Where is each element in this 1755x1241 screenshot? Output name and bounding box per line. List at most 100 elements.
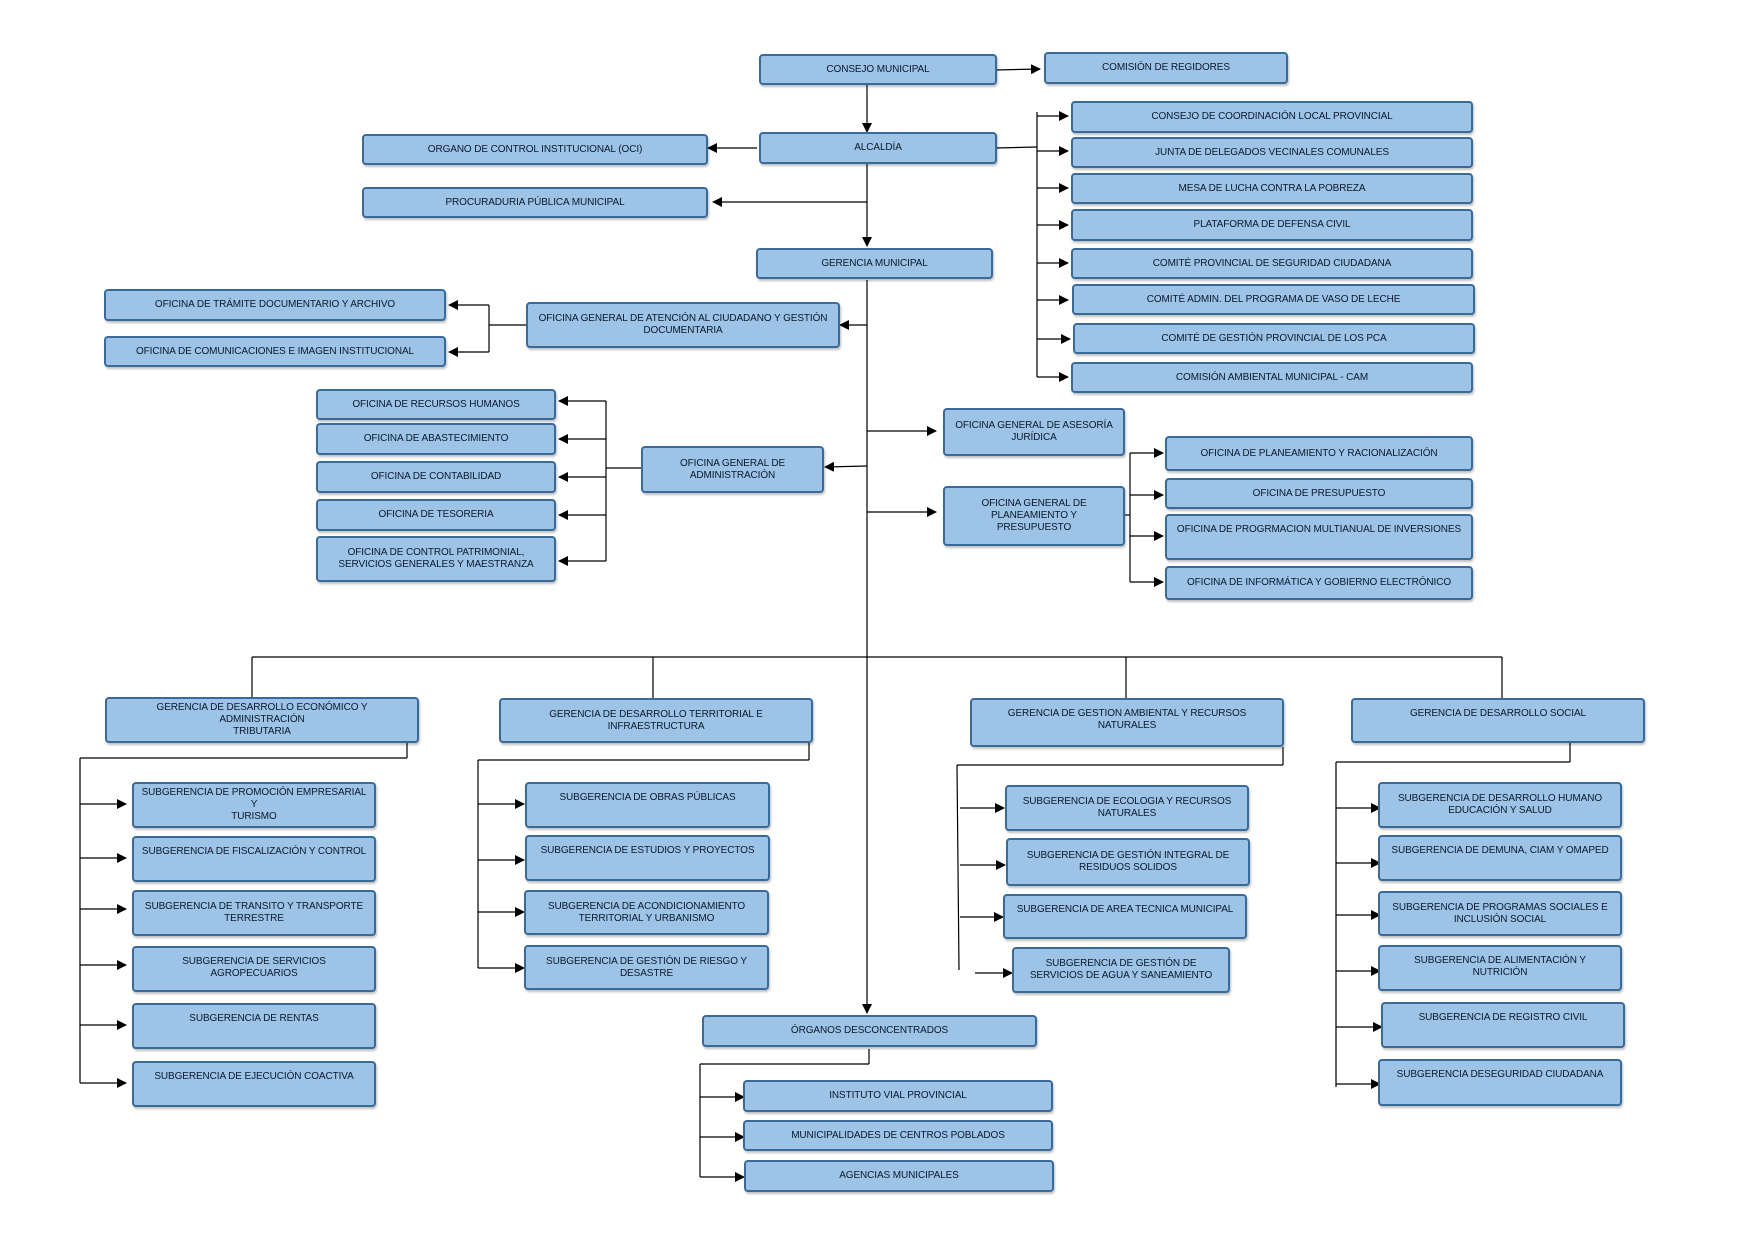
node-label: SUBGERENCIA DE AREA TECNICA MUNICIPAL xyxy=(1016,904,1234,915)
node-agencias-municipales: AGENCIAS MUNICIPALES xyxy=(744,1160,1054,1192)
node-contabilidad: OFICINA DE CONTABILIDAD xyxy=(316,461,556,493)
node-sub-humano: SUBGERENCIA DE DESARROLLO HUMANO EDUCACI… xyxy=(1378,782,1622,828)
node-label: OFICINA GENERAL DE ATENCIÓN AL CIUDADANO… xyxy=(538,313,828,336)
node-plataforma-defensa-civil: PLATAFORMA DE DEFENSA CIVIL xyxy=(1071,209,1473,241)
node-label: OFICINA DE TESORERIA xyxy=(378,509,494,520)
node-label: ORGANO DE CONTROL INSTITUCIONAL (OCI) xyxy=(427,143,643,155)
node-sub-agua: SUBGERENCIA DE GESTIÓN DE SERVICIOS DE A… xyxy=(1012,947,1230,993)
node-sub-promocion: SUBGERENCIA DE PROMOCIÓN EMPRESARIAL Y T… xyxy=(132,782,376,828)
node-label: COMISIÓN AMBIENTAL MUNICIPAL - CAM xyxy=(1175,371,1369,383)
node-junta-delegados: JUNTA DE DELEGADOS VECINALES COMUNALES xyxy=(1071,137,1473,168)
node-label: SUBGERENCIA DE DEMUNA, CIAM Y OMAPED xyxy=(1391,845,1609,856)
node-tesoreria: OFICINA DE TESORERIA xyxy=(316,499,556,531)
node-label: COMITÉ ADMIN. DEL PROGRAMA DE VASO DE LE… xyxy=(1146,293,1401,305)
node-label: OFICINA DE PRESUPUESTO xyxy=(1252,487,1386,499)
node-label: SUBGERENCIA DE OBRAS PÚBLICAS xyxy=(559,792,736,803)
node-label: SUBGERENCIA DE EJECUCIÓN COACTIVA xyxy=(154,1071,354,1082)
node-organos-desconcentrados: ÓRGANOS DESCONCENTRADOS xyxy=(702,1015,1037,1047)
node-label: MESA DE LUCHA CONTRA LA POBREZA xyxy=(1178,182,1366,194)
node-administracion: OFICINA GENERAL DE ADMINISTRACIÓN xyxy=(641,446,824,493)
node-label: ALCALDÍA xyxy=(854,142,902,153)
node-sub-acondicionamiento: SUBGERENCIA DE ACONDICIONAMIENTO TERRITO… xyxy=(524,890,769,935)
node-label: OFICINA DE COMUNICACIONES E IMAGEN INSTI… xyxy=(135,345,414,357)
node-label: COMITÉ DE GESTIÓN PROVINCIAL DE LOS PCA xyxy=(1161,332,1387,344)
node-gerencia-ambiental: GERENCIA DE GESTION AMBIENTAL Y RECURSOS… xyxy=(970,698,1284,747)
node-label: SUBGERENCIA DE ALIMENTACIÓN Y NUTRICIÓN xyxy=(1414,955,1586,978)
node-comite-pca: COMITÉ DE GESTIÓN PROVINCIAL DE LOS PCA xyxy=(1073,323,1475,354)
node-label: OFICINA DE CONTROL PATRIMONIAL, SERVICIO… xyxy=(338,547,534,570)
node-sub-ecologia: SUBGERENCIA DE ECOLOGIA Y RECURSOS NATUR… xyxy=(1005,785,1249,831)
node-gerencia-social: GERENCIA DE DESARROLLO SOCIAL xyxy=(1351,698,1645,743)
node-label: SUBGERENCIA DE SERVICIOS AGROPECUARIOS xyxy=(182,956,326,979)
node-sub-demuna: SUBGERENCIA DE DEMUNA, CIAM Y OMAPED xyxy=(1378,835,1622,881)
node-label: SUBGERENCIA DE TRANSITO Y TRANSPORTE TER… xyxy=(144,901,364,924)
node-sub-programas: SUBGERENCIA DE PROGRAMAS SOCIALES E INCL… xyxy=(1378,891,1622,936)
node-label: CONSEJO MUNICIPAL xyxy=(826,63,930,75)
node-planeamiento-racionalizacion: OFICINA DE PLANEAMIENTO Y RACIONALIZACIÓ… xyxy=(1165,436,1473,471)
node-label: PROCURADURIA PÚBLICA MUNICIPAL xyxy=(445,196,625,208)
node-label: OFICINA DE ABASTECIMIENTO xyxy=(363,433,509,444)
node-gerencia-economico: GERENCIA DE DESARROLLO ECONÓMICO Y ADMIN… xyxy=(105,697,419,743)
node-planeamiento-presupuesto: OFICINA GENERAL DE PLANEAMIENTO Y PRESUP… xyxy=(943,486,1125,546)
node-label: OFICINA GENERAL DE PLANEAMIENTO Y PRESUP… xyxy=(981,498,1087,533)
node-consejo-municipal: CONSEJO MUNICIPAL xyxy=(759,54,997,85)
node-label: ÓRGANOS DESCONCENTRADOS xyxy=(790,1025,949,1036)
node-label: OFICINA DE RECURSOS HUMANOS xyxy=(352,398,520,410)
node-label: MUNICIPALIDADES DE CENTROS POBLADOS xyxy=(791,1129,1005,1141)
node-label: GERENCIA DE DESARROLLO TERRITORIAL E INF… xyxy=(549,708,763,732)
node-label: SUBGERENCIA DE REGISTRO CIVIL xyxy=(1418,1012,1588,1023)
node-sub-agropecuarios: SUBGERENCIA DE SERVICIOS AGROPECUARIOS xyxy=(132,946,376,992)
node-sub-obras: SUBGERENCIA DE OBRAS PÚBLICAS xyxy=(525,782,770,828)
node-sub-fiscalizacion: SUBGERENCIA DE FISCALIZACIÓN Y CONTROL xyxy=(132,836,376,882)
node-inversiones: OFICINA DE PROGRMACION MULTIANUAL DE INV… xyxy=(1165,514,1473,560)
node-abastecimiento: OFICINA DE ABASTECIMIENTO xyxy=(316,423,556,455)
node-label: SUBGERENCIA DE ECOLOGIA Y RECURSOS NATUR… xyxy=(1022,796,1232,819)
node-label: SUBGERENCIA DE ACONDICIONAMIENTO TERRITO… xyxy=(547,900,746,924)
node-informatica: OFICINA DE INFORMÁTICA Y GOBIERNO ELECTR… xyxy=(1165,566,1473,600)
node-sub-transito: SUBGERENCIA DE TRANSITO Y TRANSPORTE TER… xyxy=(132,890,376,936)
node-sub-estudios: SUBGERENCIA DE ESTUDIOS Y PROYECTOS xyxy=(525,835,770,881)
node-label: SUBGERENCIA DE GESTIÓN DE SERVICIOS DE A… xyxy=(1029,958,1213,981)
node-sub-registro: SUBGERENCIA DE REGISTRO CIVIL xyxy=(1381,1002,1625,1048)
node-sub-coactiva: SUBGERENCIA DE EJECUCIÓN COACTIVA xyxy=(132,1061,376,1107)
node-label: OFICINA DE CONTABILIDAD xyxy=(370,471,502,482)
node-label: SUBGERENCIA DE GESTIÓN DE RIESGO Y DESAS… xyxy=(546,955,747,979)
node-label: SUBGERENCIA DE ESTUDIOS Y PROYECTOS xyxy=(540,845,755,856)
node-label: GERENCIA MUNICIPAL xyxy=(821,257,928,269)
node-sub-alimentacion: SUBGERENCIA DE ALIMENTACIÓN Y NUTRICIÓN xyxy=(1378,945,1622,991)
node-sub-residuos: SUBGERENCIA DE GESTIÓN INTEGRAL DE RESID… xyxy=(1006,838,1250,886)
node-sub-area-tecnica: SUBGERENCIA DE AREA TECNICA MUNICIPAL xyxy=(1003,894,1247,939)
node-centros-poblados: MUNICIPALIDADES DE CENTROS POBLADOS xyxy=(743,1120,1053,1151)
node-label: GERENCIA DE GESTION AMBIENTAL Y RECURSOS… xyxy=(1007,708,1247,731)
node-atencion-ciudadano: OFICINA GENERAL DE ATENCIÓN AL CIUDADANO… xyxy=(526,302,840,348)
node-alcaldia: ALCALDÍA xyxy=(759,132,997,164)
node-label: SUBGERENCIA DESEGURIDAD CIUDADANA xyxy=(1396,1069,1604,1080)
node-recursos-humanos: OFICINA DE RECURSOS HUMANOS xyxy=(316,389,556,420)
node-procuraduria: PROCURADURIA PÚBLICA MUNICIPAL xyxy=(362,187,708,218)
node-label: OFICINA DE TRÁMITE DOCUMENTARIO Y ARCHIV… xyxy=(154,299,396,310)
node-label: SUBGERENCIA DE FISCALIZACIÓN Y CONTROL xyxy=(141,846,367,857)
node-label: OFICINA DE PLANEAMIENTO Y RACIONALIZACIÓ… xyxy=(1200,447,1438,459)
node-sub-seguridad: SUBGERENCIA DESEGURIDAD CIUDADANA xyxy=(1378,1059,1622,1106)
node-label: COMITÉ PROVINCIAL DE SEGURIDAD CIUDADANA xyxy=(1152,257,1392,269)
node-label: PLATAFORMA DE DEFENSA CIVIL xyxy=(1193,219,1351,230)
node-gerencia-municipal: GERENCIA MUNICIPAL xyxy=(756,248,993,279)
node-label: OFICINA DE INFORMÁTICA Y GOBIERNO ELECTR… xyxy=(1186,577,1452,588)
node-presupuesto: OFICINA DE PRESUPUESTO xyxy=(1165,478,1473,509)
node-label: SUBGERENCIA DE PROGRAMAS SOCIALES E INCL… xyxy=(1392,901,1608,925)
node-label: SUBGERENCIA DE DESARROLLO HUMANO EDUCACI… xyxy=(1397,793,1603,816)
node-label: JUNTA DE DELEGADOS VECINALES COMUNALES xyxy=(1155,146,1389,158)
node-label: OFICINA DE PROGRMACION MULTIANUAL DE INV… xyxy=(1176,524,1462,535)
node-label: AGENCIAS MUNICIPALES xyxy=(839,1170,959,1181)
node-sub-rentas: SUBGERENCIA DE RENTAS xyxy=(132,1003,376,1049)
node-tramite-documentario: OFICINA DE TRÁMITE DOCUMENTARIO Y ARCHIV… xyxy=(104,289,446,321)
node-cam: COMISIÓN AMBIENTAL MUNICIPAL - CAM xyxy=(1071,362,1473,393)
node-gerencia-territorial: GERENCIA DE DESARROLLO TERRITORIAL E INF… xyxy=(499,698,813,743)
node-label: SUBGERENCIA DE PROMOCIÓN EMPRESARIAL Y T… xyxy=(141,787,367,822)
node-label: CONSEJO DE COORDINACIÓN LOCAL PROVINCIAL xyxy=(1151,111,1393,122)
node-label: OFICINA GENERAL DE ADMINISTRACIÓN xyxy=(679,457,786,481)
node-label: OFICINA GENERAL DE ASESORÍA JURÍDICA xyxy=(955,420,1113,443)
node-oci: ORGANO DE CONTROL INSTITUCIONAL (OCI) xyxy=(362,134,708,165)
node-control-patrimonial: OFICINA DE CONTROL PATRIMONIAL, SERVICIO… xyxy=(316,536,556,582)
